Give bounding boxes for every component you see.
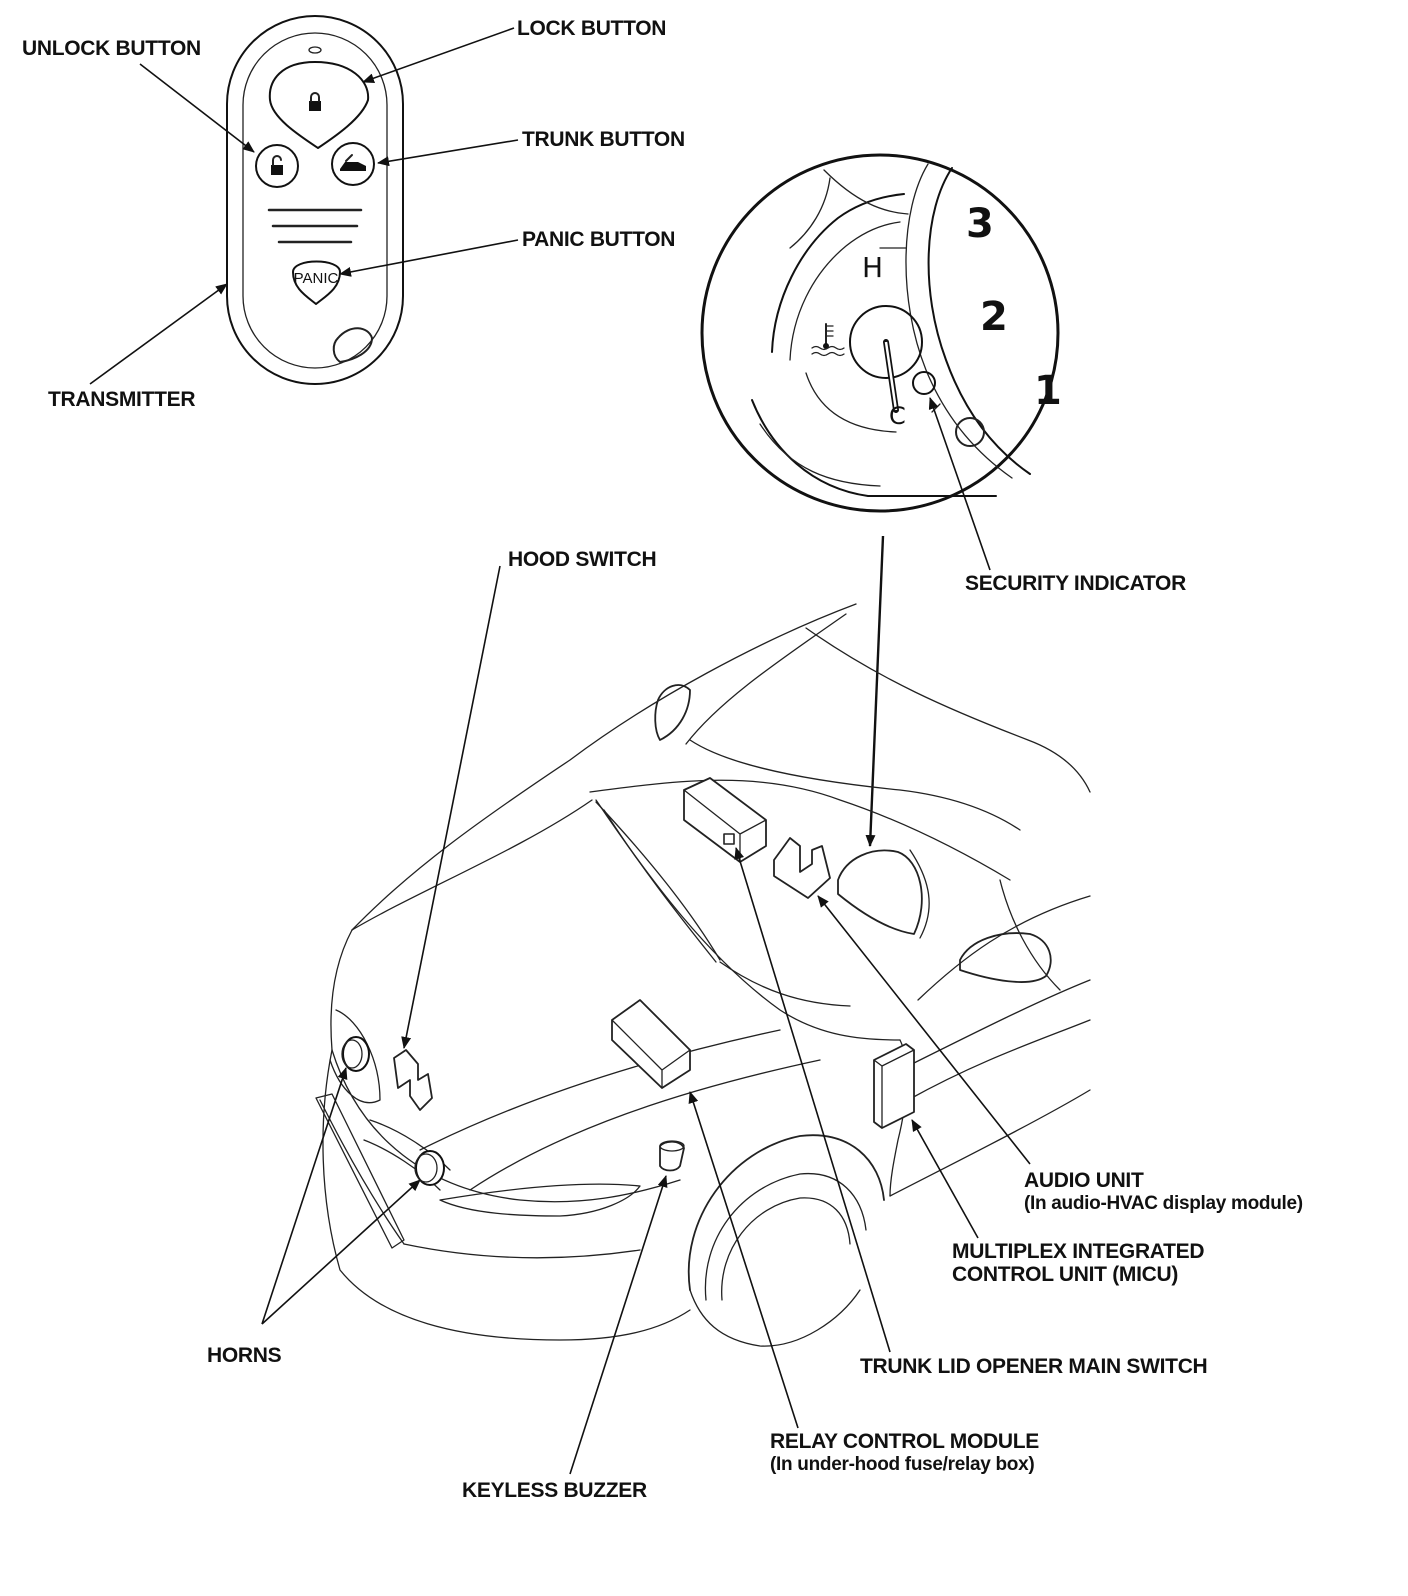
- unlock-button-shape[interactable]: [255, 144, 299, 188]
- micu-unit: [873, 1043, 915, 1129]
- trunk-lid-opener-label: TRUNK LID OPENER MAIN SWITCH: [860, 1355, 1207, 1378]
- gauge-number-3: 3: [966, 201, 994, 247]
- lock-button-label: LOCK BUTTON: [517, 17, 666, 40]
- keyless-buzzer-label: KEYLESS BUZZER: [462, 1479, 647, 1502]
- relay-control-module-label-line2: (In under-hood fuse/relay box): [770, 1454, 1034, 1475]
- unlock-button-label: UNLOCK BUTTON: [22, 37, 201, 60]
- trunk-button-shape[interactable]: [331, 142, 375, 186]
- micu-label-line2: CONTROL UNIT (MICU): [952, 1263, 1178, 1286]
- horn-right: [414, 1150, 445, 1186]
- trunk-button-label: TRUNK BUTTON: [522, 128, 685, 151]
- hood-switch-label: HOOD SWITCH: [508, 548, 656, 571]
- panic-button-shape[interactable]: [292, 260, 341, 305]
- gauge-number-1: 1: [1034, 368, 1062, 414]
- gauge-number-2: 2: [980, 294, 1008, 340]
- horn-left: [341, 1036, 370, 1072]
- trunk-lid-opener-switch: [773, 837, 831, 899]
- micu-label-line1: MULTIPLEX INTEGRATED: [952, 1240, 1204, 1263]
- gauge-detail: 3 2 1 H C: [700, 153, 1062, 513]
- horns-label: HORNS: [207, 1344, 282, 1367]
- trunk-icon: [340, 154, 366, 171]
- transmitter-fob: PANIC: [226, 15, 404, 385]
- temp-cold-mark: C: [889, 402, 906, 430]
- gauge-cluster: [837, 849, 930, 939]
- vehicle-illustration: [315, 603, 1091, 1347]
- panic-key-text: PANIC: [294, 270, 339, 287]
- panic-button-label: PANIC BUTTON: [522, 228, 675, 251]
- hood-switch: [393, 1049, 433, 1111]
- temp-hot-mark: H: [862, 251, 883, 284]
- security-indicator-label: SECURITY INDICATOR: [965, 572, 1186, 595]
- lock-icon: [309, 92, 321, 111]
- audio-unit-label-line1: AUDIO UNIT: [1024, 1169, 1144, 1192]
- audio-unit-label-line2: (In audio-HVAC display module): [1024, 1193, 1303, 1214]
- relay-control-module: [611, 999, 691, 1089]
- unlock-icon: [271, 155, 283, 175]
- keyless-buzzer: [659, 1140, 685, 1172]
- security-indicator-light: [912, 371, 936, 395]
- relay-control-module-label-line1: RELAY CONTROL MODULE: [770, 1430, 1039, 1453]
- transmitter-label: TRANSMITTER: [48, 388, 195, 411]
- audio-unit: [683, 777, 767, 863]
- coolant-temp-icon: [811, 323, 845, 357]
